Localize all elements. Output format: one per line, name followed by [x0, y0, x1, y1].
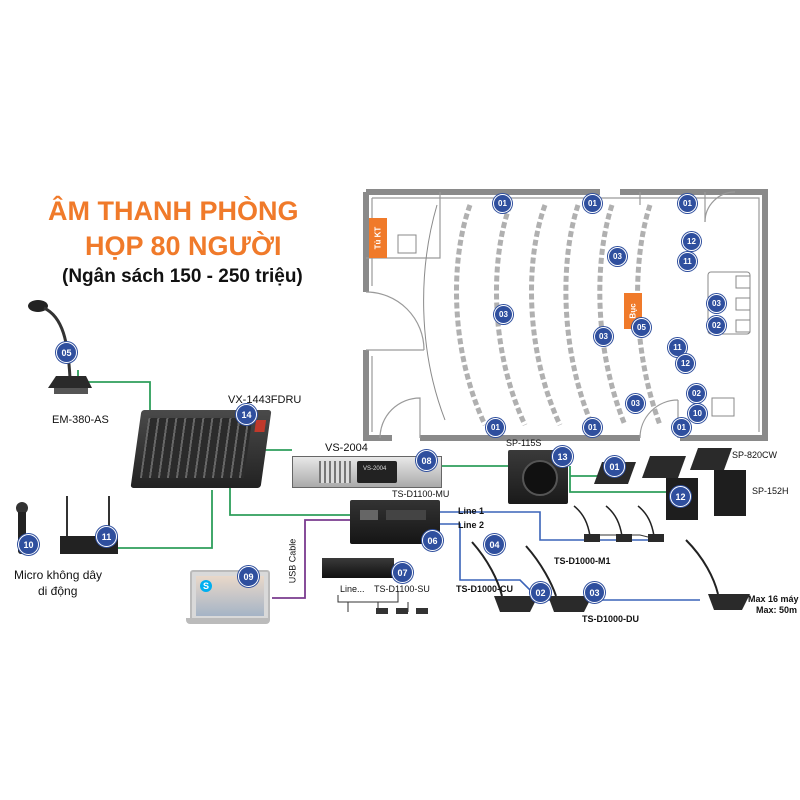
- floor-marker-12: 12: [682, 232, 701, 251]
- floor-plan: [363, 189, 768, 441]
- microphone-icon: [28, 300, 92, 394]
- title-subtitle: (Ngân sách 150 - 250 triệu): [62, 266, 303, 287]
- handheld-wireless-mic: [16, 502, 28, 554]
- subwoofer-label: SP-115S: [506, 438, 542, 448]
- badge-laptop: 09: [238, 566, 259, 587]
- unit-cu-label: TS-D1000-CU: [456, 584, 514, 594]
- max-distance-label: Max: 50m: [756, 605, 798, 615]
- floor-marker-02: 02: [707, 316, 726, 335]
- floor-marker-01: 01: [678, 194, 697, 213]
- usb-cable: [272, 519, 350, 599]
- delegate-unit-m1: [564, 504, 664, 544]
- wireless-label-2: di động: [38, 584, 78, 598]
- unit-m1-label: TS-D1000-M1: [554, 556, 611, 566]
- chairman-unit: [468, 540, 598, 616]
- floor-marker-03: 03: [494, 305, 513, 324]
- delegate-mics-icon: [573, 505, 664, 542]
- badge-controller: 06: [422, 530, 443, 551]
- green-cables: [77, 370, 668, 549]
- badge-monitor: 01: [604, 456, 625, 477]
- title-line-1: ÂM THANH PHÒNG: [48, 196, 299, 226]
- badge-delegate-unit: 03: [584, 582, 605, 603]
- amplifier-label: VS-2004: [325, 442, 368, 454]
- floor-marker-03: 03: [608, 247, 627, 266]
- floor-marker-03: 03: [707, 294, 726, 313]
- delegate-unit-du: [680, 538, 750, 614]
- badge-mic: 05: [56, 342, 77, 363]
- extension-mics: [376, 604, 432, 616]
- badge-subwoofer: 13: [552, 446, 573, 467]
- floor-marker-03: 03: [626, 394, 645, 413]
- amplifier-face-label: VS-2004: [363, 466, 387, 472]
- badge-handheld: 10: [18, 534, 39, 555]
- chairman-mic-icon: [471, 541, 592, 612]
- floor-marker-05: 05: [632, 318, 651, 337]
- wireless-label-1: Micro không dây: [14, 568, 103, 582]
- floor-marker-01: 01: [486, 418, 505, 437]
- floor-marker-11: 11: [678, 252, 697, 271]
- floor-marker-01: 01: [493, 194, 512, 213]
- controller-label: TS-D1100-MU: [392, 489, 450, 499]
- max-units-label: Max 16 máy: [748, 594, 799, 604]
- mixer-label: VX-1443FDRU: [228, 394, 302, 406]
- title-line-2: HỌP 80 NGƯỜI: [85, 231, 282, 261]
- floor-marker-02: 02: [687, 384, 706, 403]
- skype-icon: S: [200, 580, 212, 592]
- floor-marker-01: 01: [672, 418, 691, 437]
- gooseneck-mic-label: EM-380-AS: [52, 414, 109, 426]
- badge-amplifier: 08: [416, 450, 437, 471]
- delegate-mic-icon: [685, 539, 750, 610]
- extension-unit-label: TS-D1100-SU: [374, 584, 430, 594]
- badge-receiver: 11: [96, 526, 117, 547]
- unit-du-label: TS-D1000-DU: [582, 614, 640, 624]
- floor-marker-10: 10: [688, 404, 707, 423]
- badge-extension-unit: 07: [392, 562, 413, 583]
- control-room-label: Tủ KT: [369, 218, 387, 258]
- extension-unit: [322, 558, 394, 578]
- line1-label: Line 1: [458, 506, 485, 516]
- monitor-speaker-label: SP-820CW: [732, 450, 778, 460]
- floor-marker-01: 01: [583, 418, 602, 437]
- floor-marker-03: 03: [594, 327, 613, 346]
- column-speaker: [714, 470, 746, 516]
- floor-marker-01: 01: [583, 194, 602, 213]
- subwoofer: [508, 450, 568, 504]
- gooseneck-microphone: [18, 292, 108, 404]
- badge-mixer: 14: [236, 404, 257, 425]
- badge-chairman-unit: 04: [484, 534, 505, 555]
- line-dots-label: Line...: [340, 584, 365, 594]
- column-speaker-label: SP-152H: [752, 486, 789, 496]
- floor-marker-12: 12: [676, 354, 695, 373]
- badge-column-speaker: 12: [670, 486, 691, 507]
- usb-cable-label: USB Cable: [287, 538, 298, 584]
- line2-label: Line 2: [458, 520, 485, 530]
- badge-delegate-unit: 02: [530, 582, 551, 603]
